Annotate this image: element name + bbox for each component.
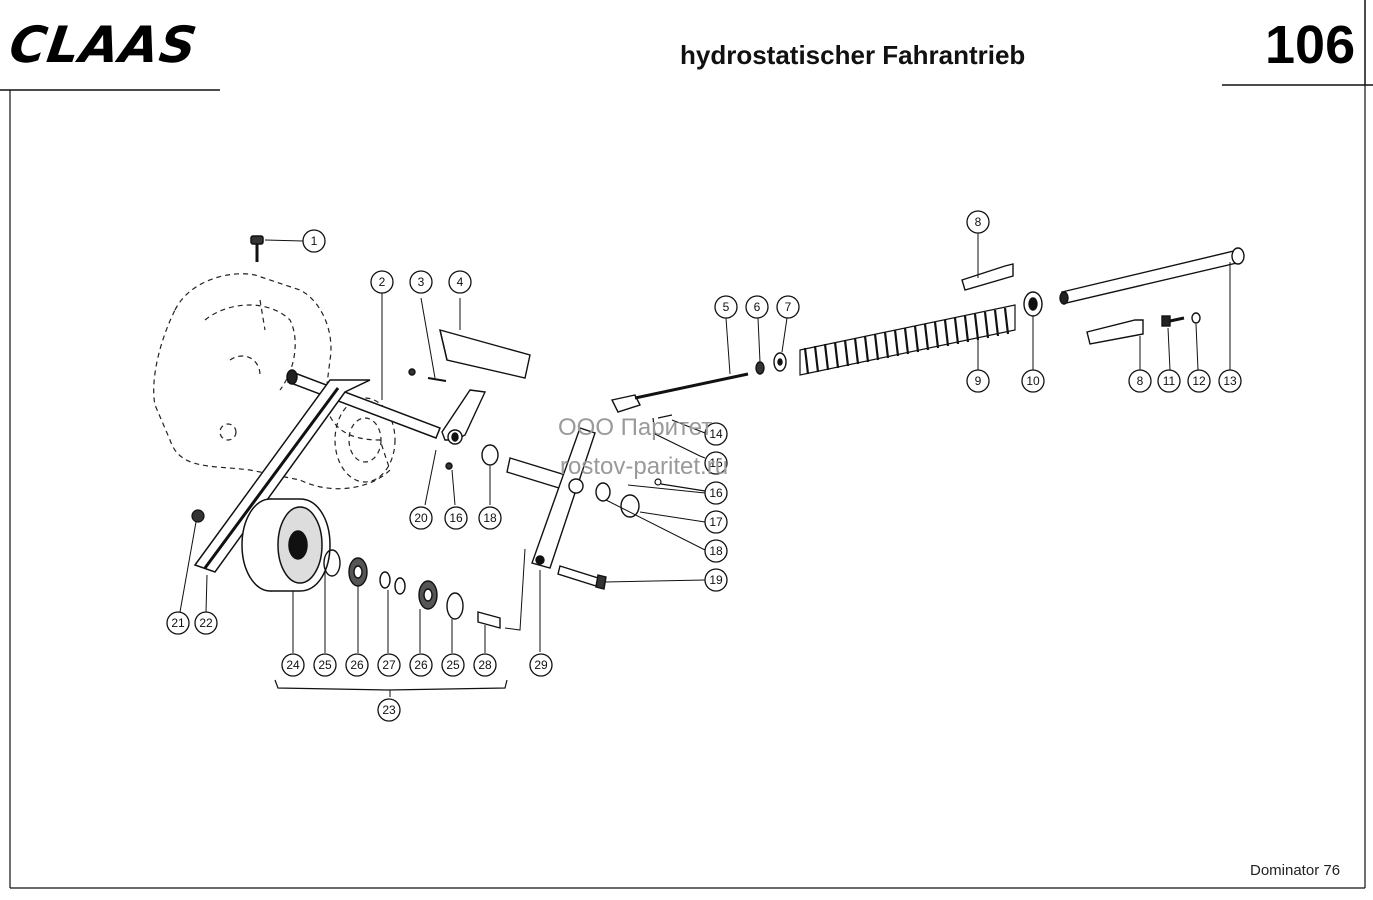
svg-text:28: 28 (478, 658, 492, 672)
svg-text:23: 23 (382, 703, 396, 717)
svg-text:6: 6 (754, 300, 761, 314)
svg-text:19: 19 (709, 573, 723, 587)
callout-17: 17 (704, 510, 728, 534)
callout-13: 13 (1218, 369, 1242, 393)
spring-9 (799, 304, 1016, 376)
nut-21 (179, 509, 205, 613)
svg-text:25: 25 (446, 658, 460, 672)
callout-18-right: 18 (704, 539, 728, 563)
callout-1: 1 (302, 229, 326, 253)
bracket-8-top (961, 233, 1014, 291)
svg-text:15: 15 (709, 456, 723, 470)
callout-23: 23 (377, 698, 401, 722)
callout-16-left: 16 (444, 506, 468, 530)
svg-text:25: 25 (318, 658, 332, 672)
page-number: 106 (1265, 15, 1356, 75)
callout-14: 14 (704, 422, 728, 446)
svg-text:16: 16 (709, 486, 723, 500)
bearing-stack (274, 549, 508, 697)
svg-text:22: 22 (199, 616, 213, 630)
callout-7: 7 (776, 295, 800, 319)
svg-text:8: 8 (1137, 374, 1144, 388)
svg-text:8: 8 (975, 215, 982, 229)
callout-19: 19 (704, 568, 728, 592)
callout-6: 6 (745, 295, 769, 319)
svg-text:4: 4 (457, 275, 464, 289)
svg-text:21: 21 (171, 616, 185, 630)
callout-29: 29 (529, 653, 553, 677)
page-title: hydrostatischer Fahrantrieb (680, 40, 1026, 70)
callout-2: 2 (370, 270, 394, 294)
screw-11 (1161, 312, 1201, 371)
bolt-1 (250, 235, 304, 262)
callout-15: 15 (704, 451, 728, 475)
belt-22 (193, 379, 371, 613)
svg-text:26: 26 (350, 658, 364, 672)
pin-items (652, 414, 706, 492)
callout-22: 22 (194, 611, 218, 635)
callout-8-top: 8 (966, 210, 990, 234)
gearbox-housing (153, 273, 396, 490)
svg-text:16: 16 (449, 511, 463, 525)
watermark-url: rostov-paritet.ru (560, 453, 729, 480)
lever-assembly (408, 297, 531, 506)
svg-text:17: 17 (709, 515, 723, 529)
svg-text:20: 20 (414, 511, 428, 525)
callout-26-right: 26 (409, 653, 433, 677)
svg-text:7: 7 (785, 300, 792, 314)
watermark-company: ООО Паритет (558, 414, 713, 441)
svg-text:2: 2 (379, 275, 386, 289)
callout-20: 20 (409, 506, 433, 530)
svg-text:26: 26 (414, 658, 428, 672)
svg-text:9: 9 (975, 374, 982, 388)
svg-text:11: 11 (1163, 374, 1176, 388)
callout-25-right: 25 (441, 653, 465, 677)
callout-5: 5 (714, 295, 738, 319)
svg-text:18: 18 (709, 544, 723, 558)
svg-text:1: 1 (311, 234, 318, 248)
model-label: Dominator 76 (1250, 862, 1341, 879)
bracket-8-bottom (1086, 319, 1144, 370)
linkage-29 (504, 427, 706, 652)
svg-text:14: 14 (709, 427, 723, 441)
rod-5 (610, 317, 788, 413)
callout-28: 28 (473, 653, 497, 677)
callout-25-left: 25 (313, 653, 337, 677)
svg-text:13: 13 (1223, 374, 1237, 388)
callout-27: 27 (377, 653, 401, 677)
collar-10 (1023, 291, 1043, 370)
callout-8-bottom: 8 (1128, 369, 1152, 393)
svg-text:29: 29 (534, 658, 548, 672)
callout-18-left: 18 (478, 506, 502, 530)
callout-16-right: 16 (704, 481, 728, 505)
callout-11: 11 (1157, 369, 1181, 393)
rod-13 (1059, 247, 1245, 370)
callout-24: 24 (281, 653, 305, 677)
svg-text:5: 5 (723, 300, 730, 314)
svg-text:3: 3 (418, 275, 425, 289)
svg-text:18: 18 (483, 511, 497, 525)
callout-12: 12 (1187, 369, 1211, 393)
svg-text:12: 12 (1192, 374, 1206, 388)
svg-text:24: 24 (286, 658, 300, 672)
callout-21: 21 (166, 611, 190, 635)
callout-3: 3 (409, 270, 433, 294)
callout-4: 4 (448, 270, 472, 294)
svg-text:27: 27 (382, 658, 396, 672)
pulley-24 (241, 498, 331, 653)
callout-10: 10 (1021, 369, 1045, 393)
svg-text:10: 10 (1026, 374, 1040, 388)
callout-9: 9 (966, 369, 990, 393)
callout-26-left: 26 (345, 653, 369, 677)
